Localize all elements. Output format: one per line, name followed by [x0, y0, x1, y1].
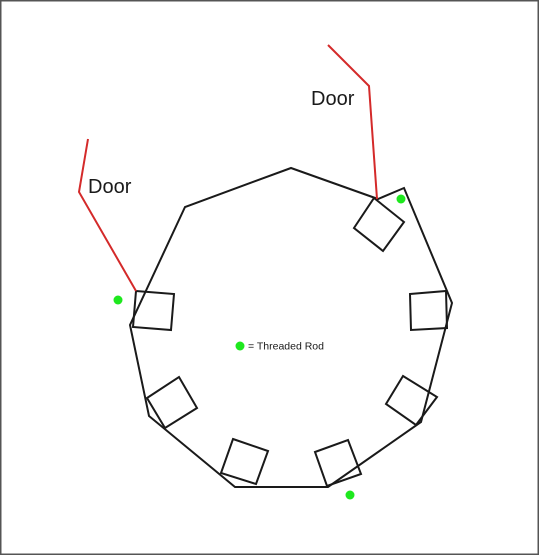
square-bracket [313, 438, 363, 488]
enclosure-outline [128, 166, 454, 488]
square-bracket [131, 289, 176, 332]
square-bracket [384, 374, 439, 427]
threaded-rod-marker [396, 194, 406, 204]
square-bracket [352, 196, 406, 253]
square-bracket [219, 437, 270, 486]
square-bracket [145, 375, 199, 430]
legend: = Threaded Rod [235, 341, 324, 353]
door-label-right: Door [311, 88, 355, 110]
legend-threaded-rod-icon [235, 341, 245, 351]
threaded-rod-marker [113, 295, 123, 305]
door-line-left [77, 138, 137, 292]
door-label-left: Door [88, 176, 132, 198]
legend-label: = Threaded Rod [248, 341, 324, 353]
square-bracket [408, 289, 449, 332]
bracket-group [131, 196, 449, 488]
door-line-right [327, 44, 378, 200]
threaded-rod-marker [345, 490, 355, 500]
